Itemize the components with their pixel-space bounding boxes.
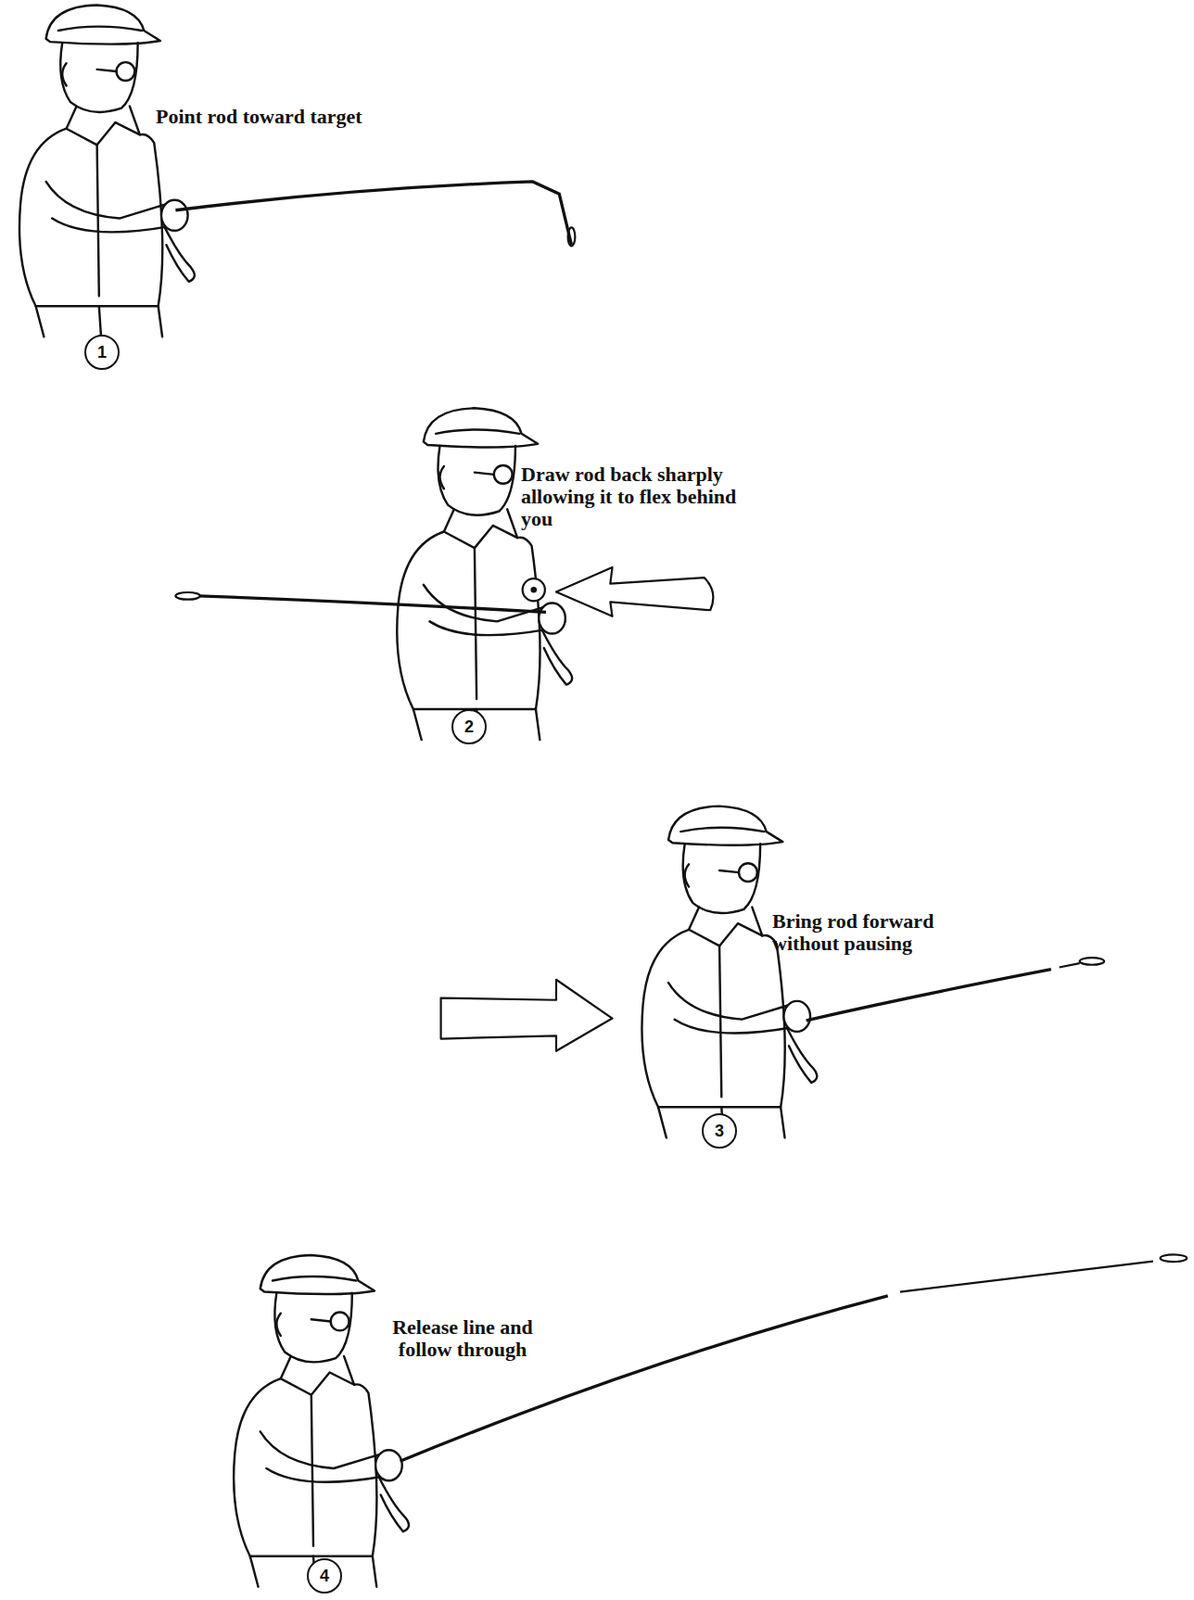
instruction-label: Point rod toward target: [155, 105, 363, 128]
instruction-label: Bring rod forward without pausing: [772, 910, 967, 955]
instruction-label: Draw rod back sharply allowing it to fle…: [520, 463, 749, 532]
step-number: 4: [319, 1567, 330, 1585]
step-number: 3: [714, 1122, 725, 1140]
step-number: 1: [97, 343, 107, 361]
step-number-circle: 4: [306, 1558, 343, 1594]
step-number-circle: 2: [451, 709, 487, 745]
step-number-circle: 1: [84, 334, 120, 370]
step-number: 2: [464, 718, 474, 736]
step-number-circle: 3: [701, 1113, 737, 1149]
instruction-label: Release line and follow through: [369, 1316, 556, 1361]
